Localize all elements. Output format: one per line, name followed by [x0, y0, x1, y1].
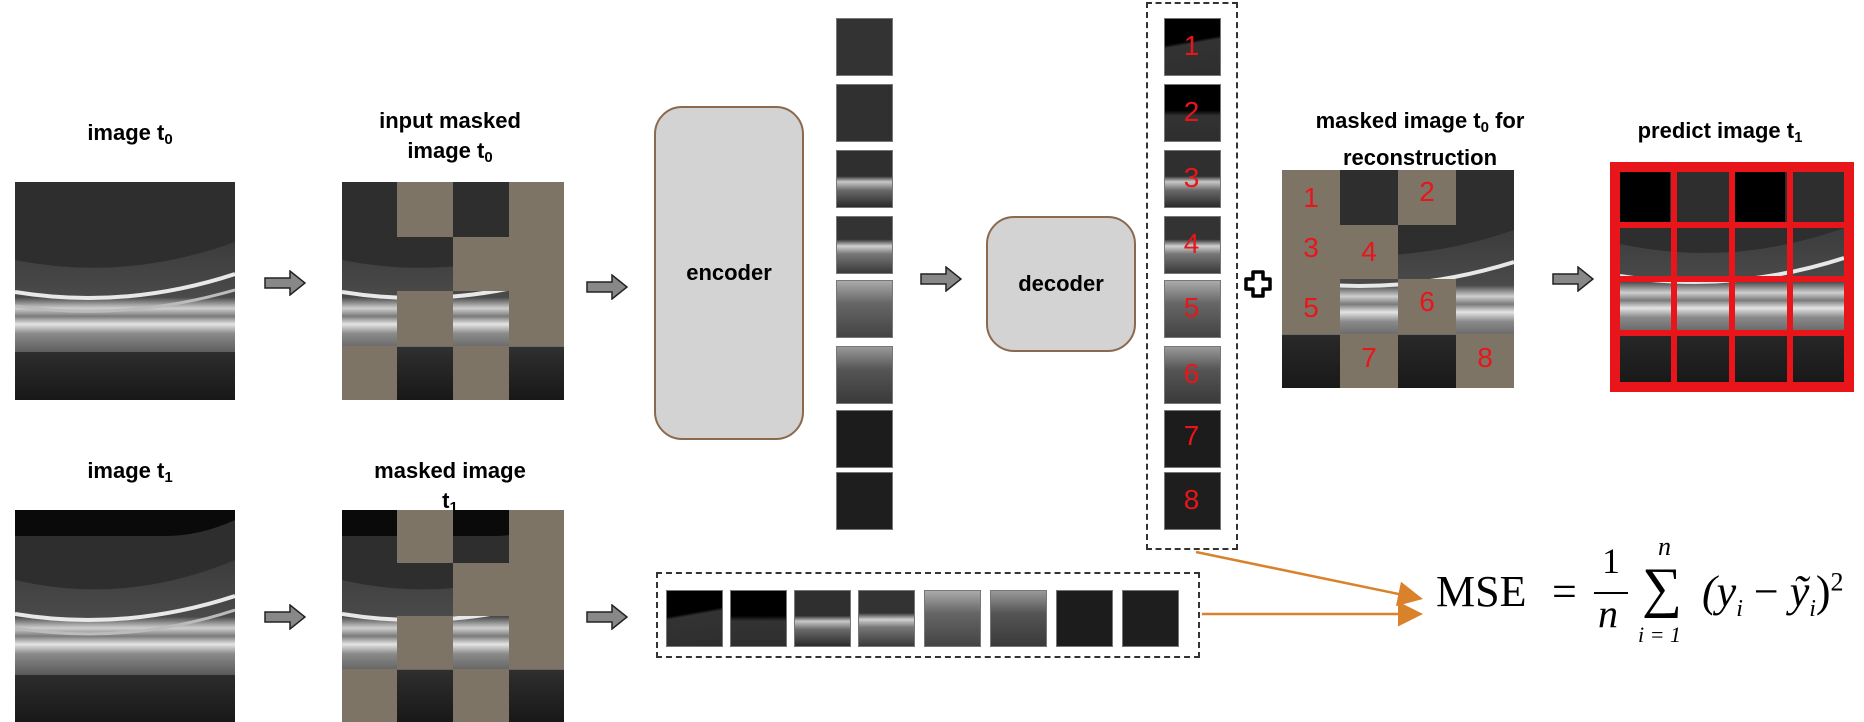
label-masked-recon: masked image t0 for reconstruction: [1315, 108, 1525, 170]
mse-formula: MSE = 1 n n ∑ i = 1 (yi − ỹi)2: [1432, 532, 1862, 660]
recon-number: 6: [1419, 286, 1435, 317]
label-input-masked: input masked image t0: [379, 108, 521, 166]
encoded-patch: [836, 18, 893, 76]
mask-cell: [509, 616, 564, 669]
encoded-patch: [836, 472, 893, 530]
mask-cell: [1282, 225, 1398, 279]
recon-number: 3: [1303, 232, 1319, 263]
mse-eq: =: [1552, 567, 1577, 616]
encoded-patch: [836, 84, 893, 142]
mask-cell: [453, 237, 564, 291]
encoded-patch: [836, 150, 893, 208]
mse-frac-num: 1: [1602, 541, 1620, 581]
recon-number: 8: [1477, 342, 1493, 373]
oct-image-t0: [15, 182, 235, 400]
decoded-patch: [1164, 216, 1221, 274]
mask-cell: [397, 616, 453, 669]
target-patch: [858, 590, 915, 647]
predict-image-t1: [1610, 162, 1854, 392]
mask-cell: [397, 291, 453, 346]
target-patch: [1056, 590, 1113, 647]
decoded-patch: [1164, 18, 1221, 76]
mask-cell: [509, 510, 564, 563]
recon-number: 1: [1303, 182, 1319, 213]
decoder-output-column: [1146, 2, 1238, 550]
recon-masked-image: 1 2 3 4 5 6 7 8: [1282, 170, 1514, 388]
decoder-box: decoder: [986, 216, 1136, 352]
sigma-icon: ∑: [1642, 557, 1682, 619]
target-patch: [666, 590, 723, 647]
mask-cell: [453, 669, 509, 722]
encoded-patch: [836, 216, 893, 274]
patch-number: 6: [1183, 358, 1200, 389]
patch-number: 7: [1183, 420, 1200, 451]
decoded-patch: [1164, 472, 1221, 530]
recon-number: 7: [1361, 342, 1377, 373]
target-patch: [924, 590, 981, 647]
plus-icon: [1244, 270, 1272, 298]
mask-cell: [1456, 334, 1514, 388]
mask-cell: [397, 182, 453, 237]
right-arrow-icon: [586, 604, 628, 630]
recon-number: 5: [1303, 292, 1319, 323]
mask-cell: [509, 182, 564, 237]
right-arrow-icon: [1552, 266, 1594, 292]
mask-cell: [1398, 279, 1456, 334]
target-patch: [1122, 590, 1179, 647]
mask-cell: [453, 346, 509, 400]
patch-number: 5: [1183, 292, 1200, 323]
right-arrow-icon: [264, 270, 306, 296]
arrow-decoder-to-mse: [1195, 550, 1423, 607]
label-predict: predict image t1: [1637, 118, 1803, 146]
recon-number: 4: [1361, 236, 1377, 267]
patch-number: 2: [1183, 96, 1200, 127]
mask-cell: [453, 563, 564, 616]
mask-cell: [342, 346, 397, 400]
patch-number: 3: [1183, 162, 1200, 193]
masked-image-t1: [342, 510, 564, 722]
mask-cell: [509, 291, 564, 346]
target-patch: [794, 590, 851, 647]
target-patch: [990, 590, 1047, 647]
label-image-t0: image t0: [87, 120, 173, 148]
decoded-patch: [1164, 150, 1221, 208]
patch-number: 1: [1183, 30, 1200, 61]
mask-cell: [397, 510, 453, 563]
mse-frac-den: n: [1598, 591, 1618, 636]
mse-lhs: MSE: [1436, 567, 1527, 616]
target-patch: [730, 590, 787, 647]
mse-sum-top: n: [1658, 532, 1671, 561]
label-image-t1: image t1: [87, 458, 173, 486]
right-arrow-icon: [264, 604, 306, 630]
label-masked-t1: masked image t1: [374, 458, 526, 516]
mask-cell: [1282, 279, 1340, 334]
right-arrow-icon: [586, 274, 628, 300]
mask-cell: [1340, 334, 1398, 388]
right-arrow-icon: [920, 266, 962, 292]
encoded-patch: [836, 280, 893, 338]
mse-frac-bar: [1594, 592, 1628, 594]
mask-cell: [1282, 170, 1340, 225]
encoded-patch: [836, 410, 893, 468]
decoded-patch: [1164, 84, 1221, 142]
mask-cell: [342, 669, 397, 722]
patch-number: 8: [1183, 484, 1200, 515]
encoded-patch: [836, 346, 893, 404]
oct-image-t1: [15, 510, 235, 722]
patch-number: 4: [1183, 228, 1200, 259]
decoded-patch: [1164, 280, 1221, 338]
decoded-patch: [1164, 346, 1221, 404]
mse-sum-bottom: i = 1: [1638, 622, 1681, 647]
decoded-patch: [1164, 410, 1221, 468]
mse-term: (yi − ỹi)2: [1702, 567, 1844, 622]
recon-number: 2: [1419, 176, 1435, 207]
mask-cell: [1398, 170, 1456, 225]
encoder-box: encoder: [654, 106, 804, 440]
masked-image-t0: [342, 182, 564, 400]
target-patch-row: [656, 572, 1200, 658]
